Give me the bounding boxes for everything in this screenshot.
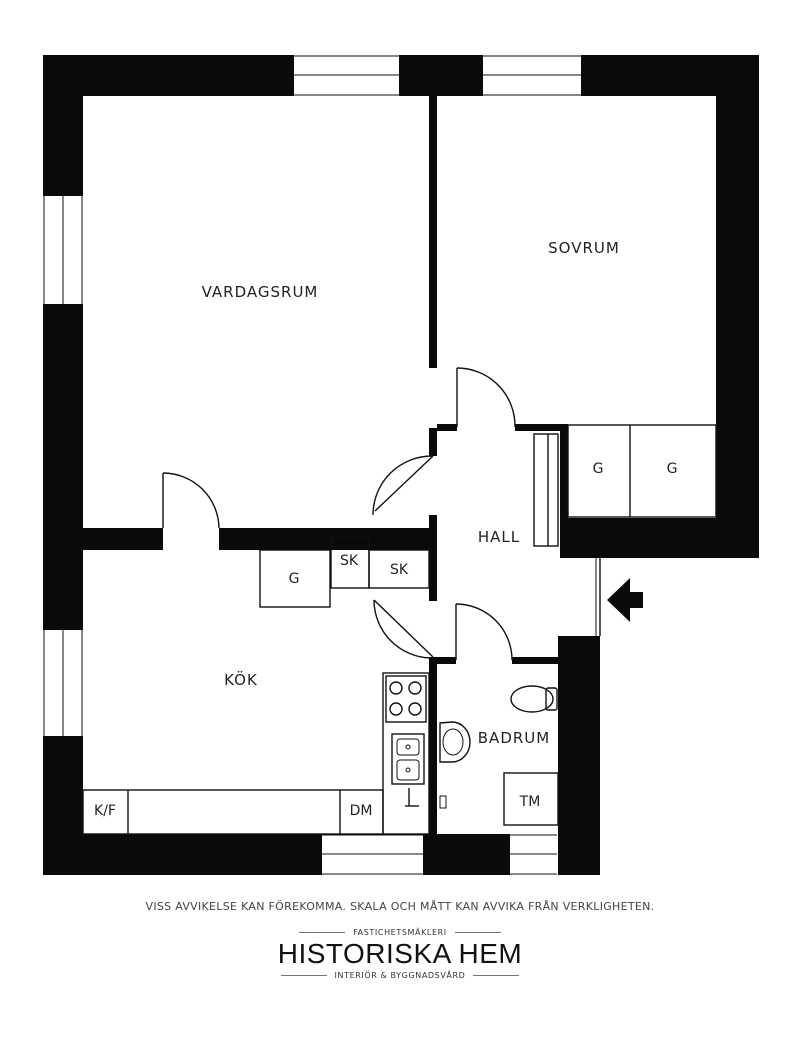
room-label-sovrum: SOVRUM [548, 239, 620, 257]
fixture-label-kf: K/F [94, 803, 116, 819]
logo-rule [454, 932, 501, 933]
fixture-label-sk-1: SK [340, 553, 359, 569]
room-label-vardagsrum: VARDAGSRUM [202, 283, 319, 301]
logo-top-text: FASTICHETSMÄKLERI [353, 928, 447, 937]
floor-plan: VARDAGSRUM SOVRUM HALL KÖK BADRUM G G G … [42, 54, 759, 876]
logo-name: HISTORISKA HEM [277, 938, 523, 969]
wall-right-lower [558, 636, 600, 875]
wall-living-hall-lower [429, 515, 437, 601]
door-living-kitchen [162, 472, 220, 529]
wall-living-bedroom [429, 96, 437, 368]
wall-bedroom-hall-a [437, 424, 457, 431]
room-label-kok: KÖK [224, 670, 258, 689]
cabinet-sk-2 [368, 549, 430, 589]
wardrobe-kitchen [259, 549, 331, 608]
kitchen-counter [382, 672, 430, 835]
floor-drain-icon [439, 795, 447, 809]
kitchen-fixtures [82, 672, 430, 835]
window-top-left [294, 54, 399, 97]
door-hall-living [372, 455, 434, 516]
logo-tagline-bottom: INTERIÖR & BYGGNADSVÅRD [0, 971, 800, 980]
wardrobe-hall [533, 433, 559, 547]
logo-bottom-text: INTERIÖR & BYGGNADSVÅRD [334, 971, 466, 980]
fixture-label-dm: DM [350, 803, 373, 819]
window-left-lower [42, 630, 84, 736]
doors [162, 367, 601, 661]
fixture-label-tm: TM [519, 794, 541, 810]
logo-tagline-top: FASTICHETSMÄKLERI [0, 928, 800, 937]
wardrobe-bedroom [567, 424, 717, 518]
entrance-arrow-icon [607, 578, 643, 622]
washbasin-icon [439, 721, 471, 763]
interior-walls [83, 96, 568, 834]
kitchen-counter-bottom [82, 789, 384, 835]
wall-hall-bath-a [437, 657, 456, 664]
door-hall-kitchen [373, 599, 434, 659]
window-top-right [483, 54, 581, 97]
fixture-label-g-kok: G [289, 571, 300, 587]
windows [42, 54, 581, 876]
wall-right-upper [716, 55, 759, 558]
wall-wardrobe-side [560, 424, 568, 558]
bathroom-fixtures [439, 685, 559, 826]
wall-living-kitchen-a [83, 528, 163, 550]
window-bottom-kitchen [322, 833, 423, 876]
window-bottom-bath [510, 833, 557, 876]
washing-machine [503, 772, 559, 826]
wall-hall-bath-b [512, 657, 558, 664]
kitchen-sink-icon [391, 733, 425, 785]
fixture-label-g-sovrum-1: G [593, 461, 604, 477]
logo-rule [299, 932, 346, 933]
fixture-label-g-sovrum-2: G [667, 461, 678, 477]
wall-living-hall-upper [429, 428, 437, 456]
disclaimer-text: VISS AVVIKELSE KAN FÖREKOMMA. SKALA OCH … [145, 900, 655, 913]
wall-right-step [560, 518, 759, 558]
exterior-walls [43, 55, 759, 875]
toilet-icon [510, 685, 558, 713]
wall-bedroom-hall-b [515, 424, 567, 431]
wardrobes [259, 424, 717, 608]
window-left-upper [42, 196, 84, 304]
logo-rule [280, 975, 327, 976]
door-hall-bath [455, 603, 513, 661]
wall-kitchen-bath [429, 657, 437, 834]
logo-rule [473, 975, 520, 976]
wall-top [43, 55, 759, 96]
entrance-door [595, 558, 601, 636]
wall-living-kitchen-b [219, 528, 437, 550]
wall-bottom [43, 834, 557, 875]
wall-left [43, 55, 83, 875]
door-hall-bedroom [456, 367, 516, 428]
company-logo: FASTICHETSMÄKLERI HISTORISKA HEM INTERIÖ… [0, 928, 800, 980]
room-label-hall: HALL [478, 528, 520, 546]
room-label-badrum: BADRUM [478, 729, 550, 747]
stove-icon [385, 675, 427, 723]
fixture-label-sk-2: SK [390, 562, 409, 578]
